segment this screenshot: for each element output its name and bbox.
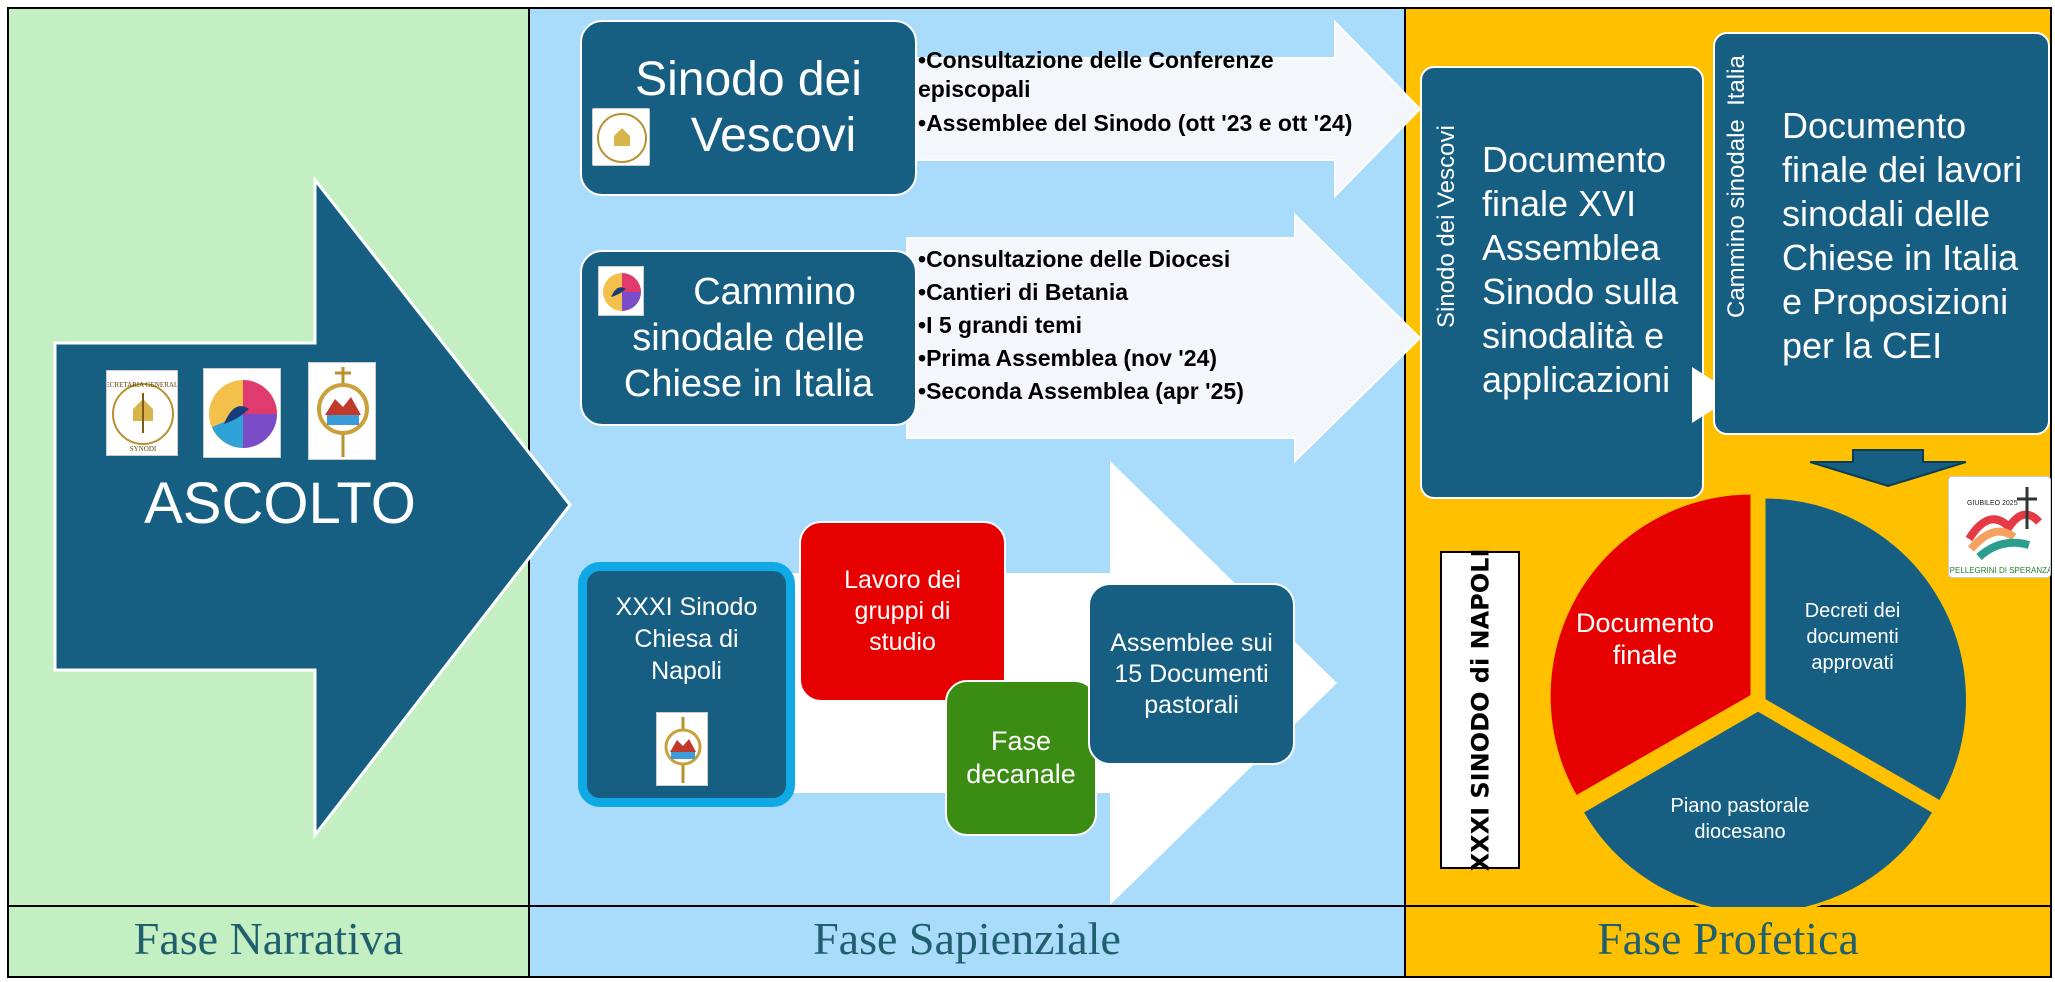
vescovi-documento-box: Sinodo dei Vescovi Documento finale XVI … xyxy=(1420,66,1704,499)
pie-slice-piano-pastorale xyxy=(1579,708,1937,907)
italia-bullet-5: Seconda Assemblea (apr '25) xyxy=(918,377,1318,405)
assemblee-documenti-label: Assemblee sui 15 Documenti pastorali xyxy=(1110,628,1273,719)
italia-bullet-1: Consultazione delle Diocesi xyxy=(918,245,1318,273)
down-arrow xyxy=(1809,449,1967,488)
giubileo-small-text: GIUBILEO 2025 xyxy=(1967,500,2018,507)
lavoro-gruppi-box: Lavoro dei gruppi di studio xyxy=(799,521,1006,702)
italia-documento-box: Cammino sinodale Italia Documento finale… xyxy=(1713,32,2050,435)
pie-label-decreti: Decreti dei documenti approvati xyxy=(1804,600,1901,674)
ascolto-arrow xyxy=(53,175,572,840)
footer-fase-narrativa: Fase Narrativa xyxy=(7,905,530,978)
vescovi-bullet-2: Assemblee del Sinodo (ott '23 e ott '24) xyxy=(918,109,1363,138)
vescovi-seal-icon xyxy=(592,108,650,166)
assemblee-documenti-box: Assemblee sui 15 Documenti pastorali xyxy=(1088,583,1295,765)
fase-decanale-label: Fase decanale xyxy=(966,726,1076,789)
vescovi-bullets: Consultazione delle Conferenze episcopal… xyxy=(918,46,1363,143)
lavoro-gruppi-label: Lavoro dei gruppi di studio xyxy=(844,566,961,656)
vescovi-documento-text: Documento finale XVI Assemblea Sinodo su… xyxy=(1482,139,1679,400)
xxxi-sinodo-napoli-vertical-box: XXXI SINODO di NAPOLI xyxy=(1440,548,1520,872)
pie-slice-documento-finale xyxy=(1547,492,1754,800)
pie-slice-decreti xyxy=(1762,495,1969,805)
vescovi-bullet-1: Consultazione delle Conferenze episcopal… xyxy=(918,46,1363,104)
sinodo-vescovi-box: Sinodo dei Vescovi xyxy=(580,20,917,196)
italia-bullet-4: Prima Assemblea (nov '24) xyxy=(918,344,1318,372)
cammino-italia-title: Cammino sinodale delle Chiese in Italia xyxy=(623,271,874,405)
italia-bullet-3: I 5 grandi temi xyxy=(918,311,1318,339)
seal-text-bottom: SYNODI xyxy=(130,445,157,453)
italia-vertical-label: Cammino sinodale Italia xyxy=(1723,55,1750,318)
fase-decanale-box: Fase decanale xyxy=(945,680,1097,836)
italia-bullet-2: Cantieri di Betania xyxy=(918,278,1318,306)
footer-fase-sapienziale: Fase Sapienziale xyxy=(528,905,1406,978)
napoli-box-logo-icon xyxy=(656,712,708,786)
seal-text-top: SECRETARIA GENERALIS xyxy=(107,381,178,389)
sinodo-vescovi-title-line2: Vescovi xyxy=(690,109,857,162)
sinodo-vescovi-title-line1: Sinodo dei xyxy=(635,53,862,106)
vescovi-vertical-label: Sinodo dei Vescovi xyxy=(1433,125,1460,328)
pie-label-documento-finale: Documento finale xyxy=(1575,608,1715,670)
secretaria-synodi-seal-icon: SECRETARIA GENERALIS SYNODI xyxy=(106,370,178,456)
italia-bullets: Consultazione delle Diocesi Cantieri di … xyxy=(918,245,1318,410)
giubileo-logo-icon: GIUBILEO 2025 PELLEGRINI DI SPERANZA xyxy=(1948,476,2051,578)
cammino-sinodale-logo-icon xyxy=(203,368,281,458)
sinodo-napoli-logo-icon xyxy=(308,362,376,460)
xxxi-sinodo-napoli-label: XXXI Sinodo Chiesa di Napoli xyxy=(615,593,758,685)
cammino-italia-logo-icon xyxy=(598,266,644,316)
footer-fase-profetica: Fase Profetica xyxy=(1404,905,2052,978)
ascolto-label: ASCOLTO xyxy=(144,471,416,536)
pie-chart xyxy=(1547,492,1969,907)
pie-label-piano-pastorale: Piano pastorale diocesano xyxy=(1670,795,1810,843)
cammino-italia-box: Cammino sinodale delle Chiese in Italia xyxy=(580,250,917,426)
xxxi-sinodo-napoli-vertical-label: XXXI SINODO di NAPOLI xyxy=(1466,548,1495,872)
italia-documento-text: Documento finale dei lavori sinodali del… xyxy=(1782,105,2023,366)
giubileo-text: PELLEGRINI DI SPERANZA xyxy=(1950,566,2051,575)
